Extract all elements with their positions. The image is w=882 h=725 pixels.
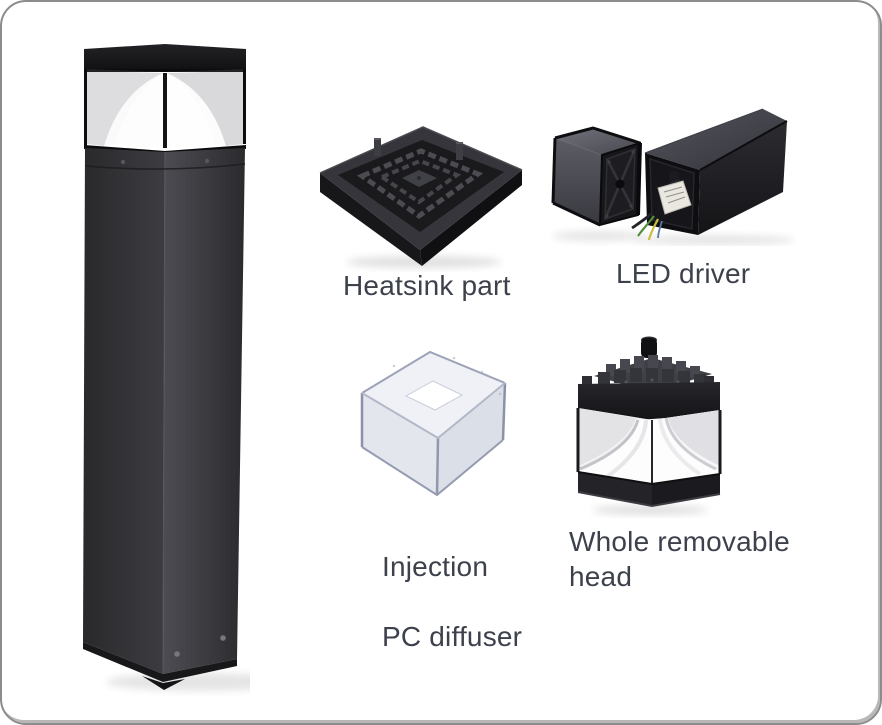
- diffuser-label: Injection PC diffuser: [382, 514, 522, 689]
- bollard-cap: [84, 44, 246, 72]
- bollard-light-window: [84, 69, 246, 155]
- driver-wires: [631, 212, 663, 241]
- driver-cube: [551, 126, 642, 227]
- driver-pcb-label: [657, 180, 692, 215]
- led-driver-photo: [546, 104, 796, 246]
- diffuser-label-line2: PC diffuser: [382, 621, 523, 652]
- heatsink-label: Heatsink part: [343, 270, 511, 301]
- diffuser-speckles: [372, 356, 502, 396]
- heatsink-photo: [314, 120, 530, 272]
- driver-pole: [631, 108, 788, 241]
- head-window: [576, 408, 722, 484]
- diffuser-label-line1: Injection: [382, 551, 489, 582]
- bollard-body: [83, 148, 246, 690]
- head-top-band: [578, 382, 720, 420]
- head-photo: [568, 332, 728, 518]
- diffuser-photo: [354, 344, 512, 502]
- led-driver-label: LED driver: [616, 258, 751, 289]
- head-label: Whole removable head: [569, 526, 790, 592]
- head-bottom-band: [577, 471, 721, 508]
- bollard-photo: [80, 42, 250, 702]
